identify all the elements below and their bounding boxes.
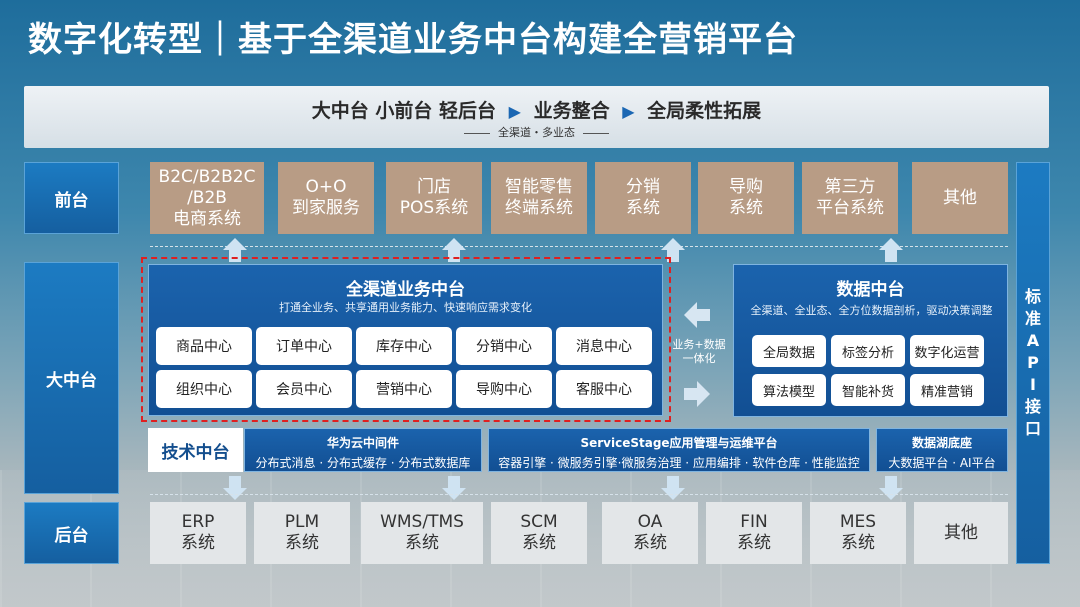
module-digital-operation: 数字化运营 <box>910 335 984 367</box>
module-tag-analysis: 标签分析 <box>831 335 905 367</box>
data-center-subtitle: 全渠道、全业态、全方位数据剖析，驱动决策调整 <box>750 304 993 317</box>
module-marketing-center: 营销中心 <box>356 370 452 408</box>
down-arrow-icon <box>879 476 903 500</box>
module-algorithm-model: 算法模型 <box>752 374 826 406</box>
front-system-distribution: 分销 系统 <box>595 162 691 234</box>
play-arrow-icon: ▶ <box>622 102 635 121</box>
divider <box>150 494 1008 495</box>
front-system-pos: 门店 POS系统 <box>386 162 482 234</box>
banner-step-3: 全局柔性拓展 <box>647 100 762 122</box>
down-arrow-icon <box>661 476 685 500</box>
back-system-erp: ERP 系统 <box>150 502 246 564</box>
huawei-middleware-box: 华为云中间件 分布式消息 · 分布式缓存 · 分布式数据库 <box>244 428 482 472</box>
back-system-scm: SCM 系统 <box>491 502 587 564</box>
data-center-panel: 数据中台 全渠道、全业态、全方位数据剖析，驱动决策调整 全局数据 标签分析 数字… <box>733 264 1008 417</box>
back-system-plm: PLM 系统 <box>254 502 350 564</box>
up-arrow-icon <box>442 238 466 262</box>
down-arrow-icon <box>442 476 466 500</box>
play-arrow-icon: ▶ <box>508 102 521 121</box>
module-guide-center: 导购中心 <box>456 370 552 408</box>
business-center-title: 全渠道业务中台 <box>346 280 465 300</box>
module-precision-marketing: 精准营销 <box>910 374 984 406</box>
datalake-desc: 大数据平台 · AI平台 <box>888 456 996 470</box>
divider <box>464 132 490 134</box>
back-system-other: 其他 <box>914 502 1008 564</box>
banner-subtitle-text: 全渠道・多业态 <box>498 126 575 139</box>
module-inventory-center: 库存中心 <box>356 327 452 365</box>
tech-center-label: 技术中台 <box>148 428 243 472</box>
api-label: 标 准 A P I 接 口 <box>1024 287 1041 438</box>
datalake-title: 数据湖底座 <box>911 436 972 450</box>
module-organization-center: 组织中心 <box>156 370 252 408</box>
back-system-mes: MES 系统 <box>810 502 906 564</box>
module-message-center: 消息中心 <box>556 327 652 365</box>
banner-step-2: 业务整合 <box>533 100 610 122</box>
module-member-center: 会员中心 <box>256 370 352 408</box>
module-order-center: 订单中心 <box>256 327 352 365</box>
business-center-panel: 全渠道业务中台 打通全业务、共享通用业务能力、快速响应需求变化 商品中心 订单中… <box>148 264 663 416</box>
module-global-data: 全局数据 <box>752 335 826 367</box>
front-system-ecommerce: B2C/B2B2C /B2B 电商系统 <box>150 162 264 234</box>
banner-steps: 大中台 小前台 轻后台 ▶ 业务整合 ▶ 全局柔性拓展 <box>24 96 1049 123</box>
strategy-banner: 大中台 小前台 轻后台 ▶ 业务整合 ▶ 全局柔性拓展 全渠道・多业态 <box>24 86 1049 148</box>
down-arrow-icon <box>223 476 247 500</box>
back-system-wms-tms: WMS/TMS 系统 <box>361 502 483 564</box>
back-system-fin: FIN 系统 <box>706 502 802 564</box>
integration-label: 业务+数据 一体化 <box>672 338 726 365</box>
datalake-box: 数据湖底座 大数据平台 · AI平台 <box>876 428 1008 472</box>
module-product-center: 商品中心 <box>156 327 252 365</box>
huawei-middleware-desc: 分布式消息 · 分布式缓存 · 分布式数据库 <box>255 456 471 470</box>
servicestage-desc: 容器引擎 · 微服务引擎·微服务治理 · 应用编排 · 软件仓库 · 性能监控 <box>498 456 860 470</box>
page-title: 数字化转型｜基于全渠道业务中台构建全营销平台 <box>28 20 798 60</box>
front-system-other: 其他 <box>912 162 1008 234</box>
front-system-smart-retail: 智能零售 终端系统 <box>491 162 587 234</box>
module-distribution-center: 分销中心 <box>456 327 552 365</box>
module-service-center: 客服中心 <box>556 370 652 408</box>
layer-label-front: 前台 <box>24 162 119 234</box>
data-center-title: 数据中台 <box>836 280 905 300</box>
banner-step-1: 大中台 小前台 轻后台 <box>311 100 497 122</box>
huawei-middleware-title: 华为云中间件 <box>326 436 399 450</box>
back-system-oa: OA 系统 <box>602 502 698 564</box>
divider <box>150 246 1008 247</box>
up-arrow-icon <box>223 238 247 262</box>
api-interface-bar: 标 准 A P I 接 口 <box>1016 162 1050 564</box>
business-center-subtitle: 打通全业务、共享通用业务能力、快速响应需求变化 <box>279 301 532 314</box>
layer-label-middle: 大中台 <box>24 262 119 494</box>
servicestage-title: ServiceStage应用管理与运维平台 <box>580 436 778 450</box>
divider <box>583 132 609 134</box>
up-arrow-icon <box>879 238 903 262</box>
front-system-third-party: 第三方 平台系统 <box>802 162 898 234</box>
layer-label-back: 后台 <box>24 502 119 564</box>
module-smart-replenish: 智能补货 <box>831 374 905 406</box>
front-system-o2o: O+O 到家服务 <box>278 162 374 234</box>
banner-subtitle: 全渠道・多业态 <box>24 124 1049 140</box>
left-arrow-icon <box>684 302 710 328</box>
right-arrow-icon <box>684 381 710 407</box>
highlight-frame <box>141 257 671 422</box>
front-system-guide: 导购 系统 <box>698 162 794 234</box>
servicestage-box: ServiceStage应用管理与运维平台 容器引擎 · 微服务引擎·微服务治理… <box>488 428 870 472</box>
